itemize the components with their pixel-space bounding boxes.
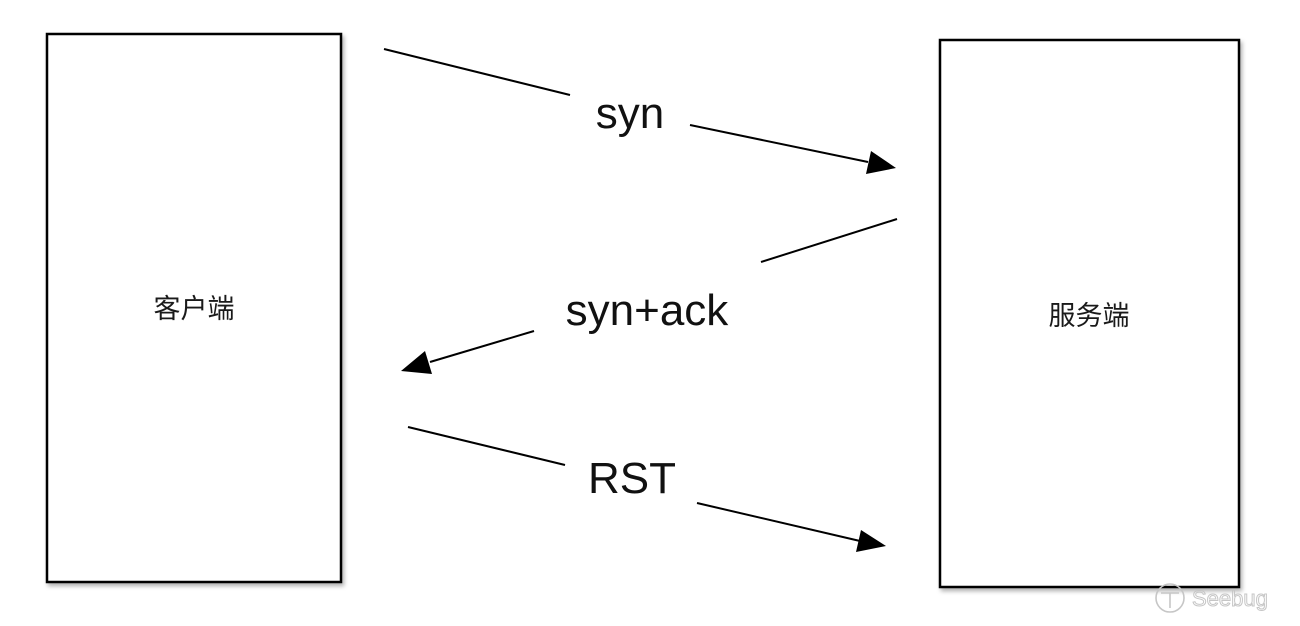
syn-ack-arrowhead: [401, 351, 432, 374]
client-box: [45, 32, 343, 584]
syn-label: syn: [596, 89, 664, 138]
seebug-logo-icon: [1155, 583, 1185, 613]
client-label: 客户端: [154, 294, 235, 325]
rst-line-start: [407, 426, 566, 466]
server-label: 服务端: [1049, 301, 1130, 332]
rst-arrowhead: [856, 530, 886, 552]
syn-ack-label: syn+ack: [566, 286, 730, 335]
rst-label: RST: [588, 454, 676, 503]
seebug-watermark: Seebug: [1155, 583, 1268, 613]
client-node: 客户端: [45, 32, 343, 584]
syn-arrowhead: [866, 151, 896, 174]
syn-ack-line-start: [760, 218, 898, 263]
syn-line-end: [689, 124, 869, 163]
rst-line-end: [696, 502, 861, 542]
message-syn-ack: syn+ack: [401, 218, 898, 374]
syn-line-start: [383, 48, 571, 96]
server-box: [938, 38, 1241, 589]
watermark-text: Seebug: [1192, 586, 1268, 611]
message-syn: syn: [383, 48, 896, 174]
syn-ack-line-end: [429, 330, 535, 363]
message-rst: RST: [407, 426, 886, 552]
server-node: 服务端: [938, 38, 1241, 589]
